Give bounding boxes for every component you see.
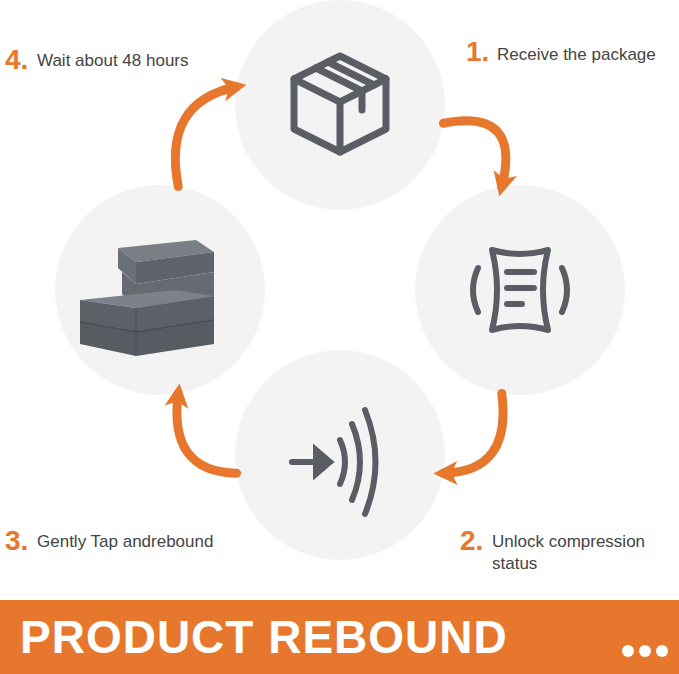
- step-label: Gently Tap andrebound: [37, 531, 237, 553]
- step-circle: 4.Wait about 48 hours: [55, 185, 265, 395]
- step-label: Wait about 48 hours: [37, 50, 237, 72]
- compression-icon: [473, 250, 567, 330]
- step-circle: 2.Unlock compression status: [415, 185, 625, 395]
- curved-arrow: [443, 121, 506, 187]
- step-number: 4.: [5, 44, 28, 76]
- curved-arrow: [177, 393, 237, 473]
- step-number: 3.: [5, 525, 28, 557]
- step-number: 1.: [466, 36, 489, 68]
- tap-wave-icon: [292, 410, 376, 514]
- curved-arrow: [175, 87, 236, 187]
- ellipsis-dots: [622, 645, 668, 657]
- step-circle: 3.Gently Tap andrebound: [235, 350, 445, 560]
- step-circle: 1.Receive the package: [235, 0, 445, 210]
- step-label: Receive the package: [497, 44, 679, 66]
- step-number: 2.: [460, 525, 483, 557]
- sofa-illustration: [80, 240, 214, 356]
- step-label: Unlock compression status: [492, 531, 677, 575]
- title-band: PRODUCT REBOUND: [0, 600, 679, 674]
- box-icon: [294, 56, 386, 152]
- curved-arrow: [443, 393, 503, 473]
- band-title: PRODUCT REBOUND: [20, 610, 508, 664]
